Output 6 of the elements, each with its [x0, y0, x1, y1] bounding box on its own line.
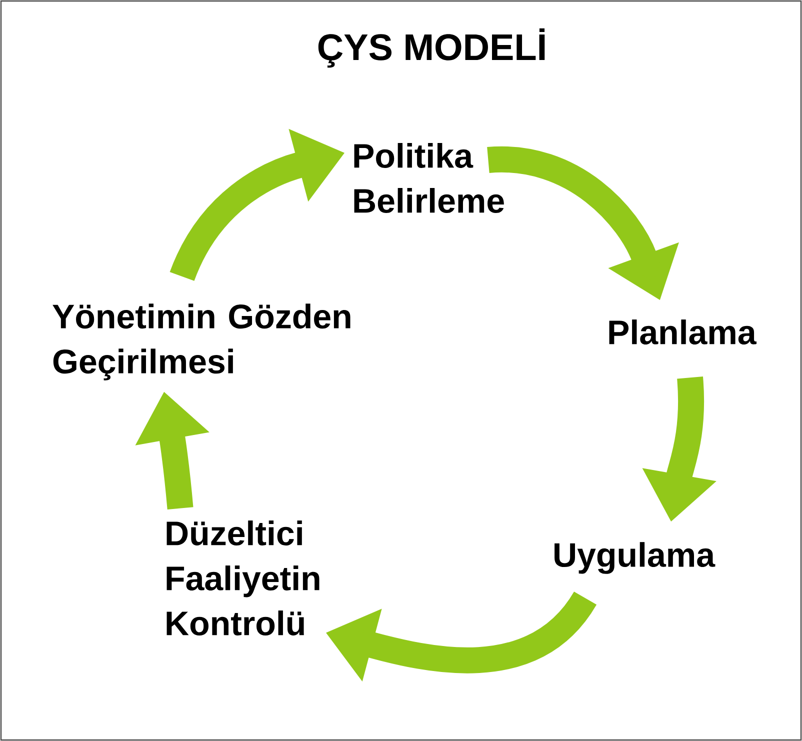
step-label: Planlama: [609, 320, 757, 344]
step-label: Düzeltici Faaliyetin Kontrolü: [166, 520, 320, 636]
step-label: Yönetimin Gözden Geçirilmesi: [52, 304, 350, 380]
step-label: Uygulama: [554, 542, 716, 574]
title: ÇYS MODELİ: [318, 28, 545, 68]
step-label: Politika Belirleme: [354, 143, 504, 213]
